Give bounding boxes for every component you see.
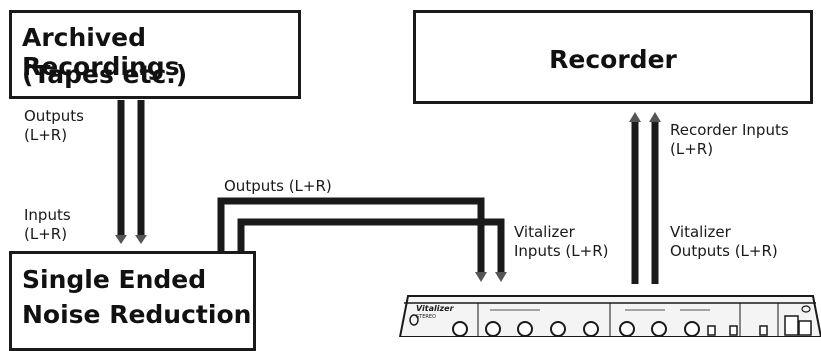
arrow-down-icon xyxy=(475,272,487,282)
archived-recordings-title-line1: Archived Recordings xyxy=(22,23,180,81)
archive-outputs-label-line1: Outputs xyxy=(24,107,84,125)
arrow-up-icon xyxy=(649,112,661,122)
vitalizer-outputs-label-line2: Outputs (L+R) xyxy=(670,242,778,260)
arrow-up-icon xyxy=(629,112,641,122)
knob-icon xyxy=(452,321,468,337)
archived-recordings-box: Archived Recordings (Tapes etc.) xyxy=(9,10,301,99)
noise-reduction-title-line2: Noise Reduction xyxy=(22,300,252,329)
vitalizer-to-recorder-cables xyxy=(629,112,661,284)
archive-outputs-label-line2: (L+R) xyxy=(24,126,68,144)
knob-icon xyxy=(651,321,667,337)
vitalizer-inputs-label-line1: Vitalizer xyxy=(514,223,575,241)
nr-inputs-label-line1: Inputs xyxy=(24,206,71,224)
archived-recordings-title-line2: (Tapes etc.) xyxy=(22,60,188,89)
nr-to-vitalizer-cables xyxy=(217,197,507,282)
nr-outputs-label: Outputs (L+R) xyxy=(224,177,332,195)
vitalizer-brand: Vitalizer STEREO xyxy=(416,305,454,321)
power-switch-icon xyxy=(798,320,812,336)
power-switch-icon xyxy=(784,315,799,336)
noise-reduction-title-line1: Single Ended xyxy=(22,265,207,294)
recorder-inputs-label-line2: (L+R) xyxy=(670,140,714,158)
arrow-down-icon xyxy=(495,272,507,282)
knob-icon xyxy=(550,321,566,337)
recorder-inputs-label-line1: Recorder Inputs xyxy=(670,121,789,139)
switch-icon xyxy=(759,325,768,336)
knob-icon xyxy=(684,321,700,337)
vitalizer-outputs-label-line1: Vitalizer xyxy=(670,223,731,241)
rack-screw-icon xyxy=(409,314,419,326)
arrow-down-icon xyxy=(135,235,147,244)
connection-diagram xyxy=(115,100,821,337)
recorder-title: Recorder xyxy=(549,45,677,74)
rack-screw-icon xyxy=(801,305,811,313)
vitalizer-device xyxy=(398,295,821,337)
knob-icon xyxy=(517,321,533,337)
switch-icon xyxy=(707,325,716,336)
nr-inputs-label-line2: (L+R) xyxy=(24,225,68,243)
vitalizer-brand-line2: STEREO xyxy=(416,314,436,320)
knob-icon xyxy=(583,321,599,337)
vitalizer-inputs-label-line2: Inputs (L+R) xyxy=(514,242,609,260)
switch-icon xyxy=(729,325,738,336)
knob-icon xyxy=(485,321,501,337)
arrow-down-icon xyxy=(115,235,127,244)
vitalizer-brand-line1: Vitalizer xyxy=(416,304,454,313)
recorder-box: Recorder xyxy=(413,10,813,104)
archive-to-nr-cables xyxy=(115,100,147,244)
knob-icon xyxy=(619,321,635,337)
